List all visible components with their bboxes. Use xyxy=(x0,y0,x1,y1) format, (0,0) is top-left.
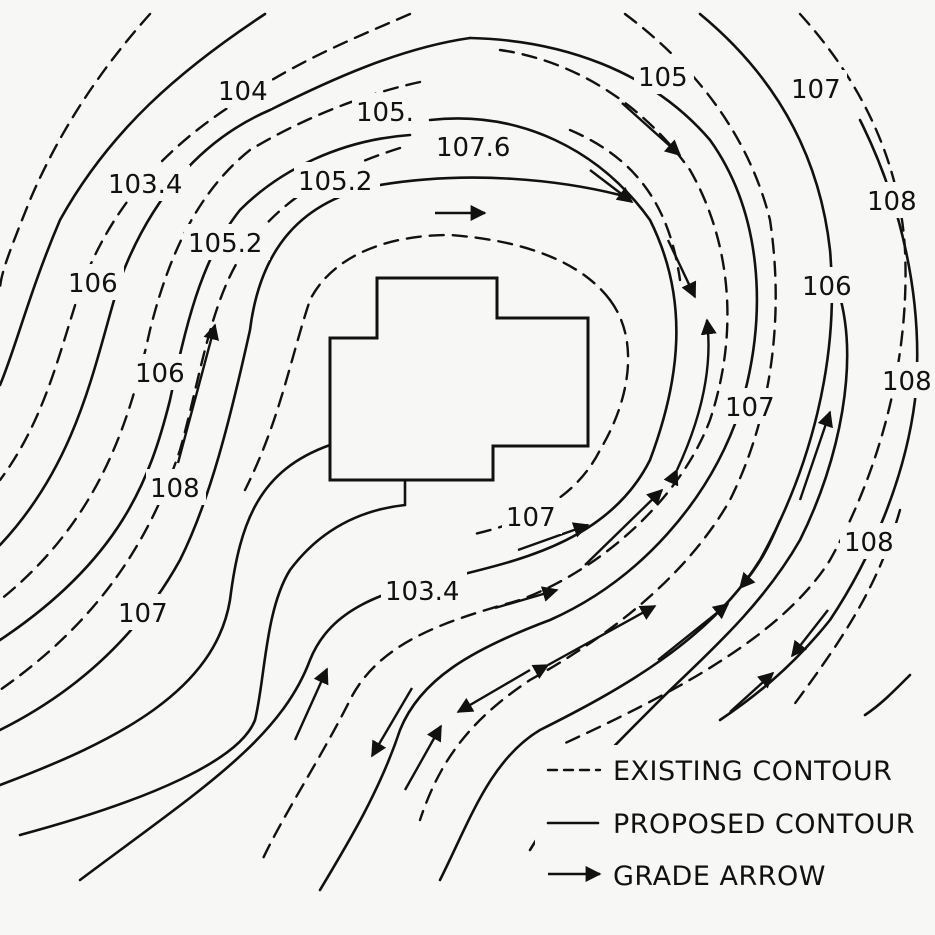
contour-label: 108 xyxy=(867,187,917,217)
contour-label: 105.2 xyxy=(188,229,262,259)
existing-contour xyxy=(0,80,422,602)
grade-arrow xyxy=(531,604,657,679)
grade-arrow xyxy=(456,668,531,714)
grade-arrow xyxy=(517,522,590,552)
grade-arrow xyxy=(584,488,664,566)
contour-label: 107.6 xyxy=(436,133,510,163)
grade-arrow xyxy=(657,603,730,661)
contour-label-group: 104 105. 105 107 107.6 103.4 105.2 108 1… xyxy=(64,58,934,630)
legend-proposed-label: PROPOSED CONTOUR xyxy=(613,809,915,840)
grade-arrow xyxy=(403,724,443,791)
proposed-contour xyxy=(0,443,332,787)
legend: EXISTING CONTOUR PROPOSED CONTOUR GRADE … xyxy=(535,745,930,905)
grade-arrow xyxy=(176,323,219,464)
contour-label: 104 xyxy=(218,77,268,107)
grade-arrow xyxy=(494,586,559,610)
contour-label: 105.2 xyxy=(298,167,372,197)
grade-arrow xyxy=(293,667,329,741)
contour-label: 107 xyxy=(118,599,168,629)
grade-arrow xyxy=(791,609,829,658)
grade-arrow xyxy=(666,239,697,299)
contour-label: 107 xyxy=(506,503,556,533)
grade-arrow xyxy=(663,318,717,487)
grade-arrow xyxy=(738,519,782,590)
proposed-contour xyxy=(863,673,912,717)
existing-contour xyxy=(548,12,907,752)
existing-contour xyxy=(0,146,402,692)
grade-arrow xyxy=(589,169,634,203)
contour-label: 105 xyxy=(638,63,688,93)
proposed-contour xyxy=(318,36,759,892)
legend-grade-arrow-label: GRADE ARROW xyxy=(613,861,826,892)
contour-label: 107 xyxy=(725,393,775,423)
contour-label: 105. xyxy=(356,98,414,128)
existing-contour xyxy=(243,233,612,492)
building-footprint xyxy=(328,276,590,482)
proposed-contour xyxy=(18,478,407,837)
grade-arrow xyxy=(370,687,414,758)
legend-existing-label: EXISTING CONTOUR xyxy=(613,756,892,787)
existing-contour xyxy=(418,12,777,822)
contour-label: 103.4 xyxy=(108,170,182,200)
contour-label: 108 xyxy=(150,474,200,504)
contour-label: 106 xyxy=(135,359,185,389)
contour-label: 106 xyxy=(68,269,118,299)
contour-label: 108 xyxy=(882,367,932,397)
existing-contour xyxy=(0,12,152,292)
proposed-contour xyxy=(0,176,622,732)
contour-label: 108 xyxy=(844,528,894,558)
contour-label: 103.4 xyxy=(385,577,459,607)
existing-contour xyxy=(568,128,682,282)
proposed-contour xyxy=(0,12,267,387)
grade-arrow xyxy=(729,671,775,713)
grade-arrows xyxy=(176,102,833,791)
proposed-contour xyxy=(0,133,412,642)
grade-arrow xyxy=(798,410,833,501)
contour-label: 106 xyxy=(802,272,852,302)
proposed-contour xyxy=(718,118,919,722)
contour-label: 107 xyxy=(791,75,841,105)
grade-arrow xyxy=(621,102,682,157)
